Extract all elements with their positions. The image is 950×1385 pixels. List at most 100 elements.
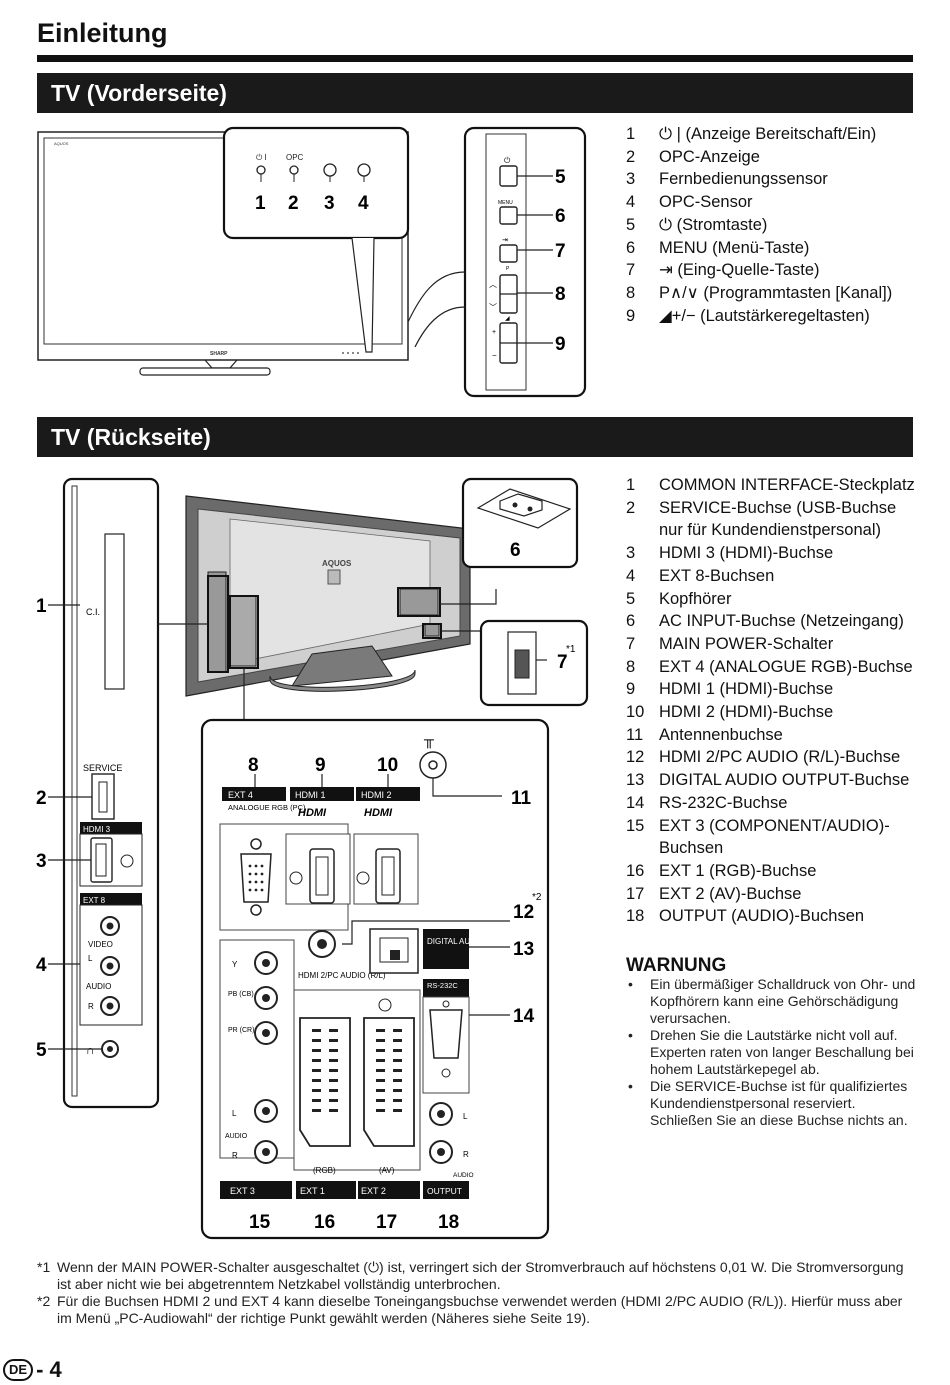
back-num-10: 10 [377, 755, 398, 776]
main-power-switch [514, 649, 530, 679]
callout-9: 9 [555, 334, 566, 355]
opc-sensor [357, 163, 371, 177]
back-num-13: 13 [513, 939, 534, 960]
back-num-3: 3 [36, 851, 47, 872]
rs232c-label: RS-232C [427, 981, 458, 990]
rear-stand-base [269, 669, 416, 692]
back-num-6: 6 [510, 540, 521, 561]
output-audio-label: AUDIO [453, 1172, 474, 1179]
ext3-r-label: R [232, 1151, 238, 1160]
output-r-label: R [463, 1150, 469, 1159]
callout-6: 6 [555, 206, 566, 227]
input-button [499, 244, 518, 263]
vga-port [240, 853, 272, 903]
led-number-4: 4 [358, 193, 369, 214]
front-diagram: AQUOS SHARP ⏻ I OPC 1 2 3 4 ⏻ MENU ⇥ P ︿… [37, 126, 587, 398]
ext4-label: EXT 4 [228, 790, 253, 800]
callout-5: 5 [555, 167, 566, 188]
video-label: VIDEO [88, 940, 113, 949]
svg-text:╥: ╥ [423, 731, 434, 749]
page-title: Einleitung [37, 18, 168, 48]
page-footer: DE - 4 [3, 1357, 62, 1383]
back-num-11: 11 [511, 788, 532, 809]
scart-ext2 [363, 1017, 415, 1147]
ext3-l-label: L [232, 1109, 237, 1118]
led-number-1: 1 [255, 193, 266, 214]
av-label: (AV) [379, 1166, 395, 1175]
back-num-2: 2 [36, 788, 47, 809]
rs232c-port [429, 1009, 463, 1059]
title-rule [37, 55, 913, 62]
back-num-17: 17 [376, 1212, 397, 1233]
input-button-symbol: ⇥ [502, 237, 508, 244]
ch-down-symbol: ﹀ [489, 303, 497, 312]
ext4-sub-label: ANALOGUE RGB (PC) [228, 803, 306, 812]
ext2-label: EXT 2 [361, 1186, 386, 1196]
rgb-label: (RGB) [313, 1166, 336, 1175]
front-legend-item: 9◢+/− (Lautstärkeregeltasten) [626, 306, 870, 325]
callout-7: 7 [555, 241, 566, 262]
tv-front-brand: AQUOS [54, 141, 69, 146]
led-number-3: 3 [324, 193, 335, 214]
vol-plus-symbol: + [492, 329, 496, 336]
back-num-15: 15 [249, 1212, 271, 1233]
warning-list: •Ein übermäßiger Schalldruck von Ohr- un… [626, 976, 916, 1129]
output-l-label: L [463, 1112, 468, 1121]
hdmi2-label: HDMI 2 [361, 790, 392, 800]
back-diagram: C.I. SERVICE HDMI 3 EXT 8 VIDEO L AUDIO … [36, 477, 589, 1240]
led-zoom-box [222, 126, 410, 240]
power-button [499, 165, 518, 187]
output-label: OUTPUT [427, 1186, 462, 1196]
back-section-heading: TV (Rückseite) [37, 417, 913, 457]
tv-stand-base [139, 367, 271, 376]
scart-ext1 [299, 1017, 351, 1147]
rear-stand-neck [291, 645, 393, 687]
power-button-symbol: ⏻ [504, 156, 511, 165]
audio-r-label: R [88, 1002, 94, 1011]
led-number-2: 2 [288, 193, 299, 214]
standby-led [256, 165, 266, 175]
callout-8: 8 [555, 284, 566, 305]
hdmi1-logo: HDMI [298, 807, 327, 819]
menu-button [499, 206, 518, 225]
y-label: Y [232, 960, 238, 969]
back-num-5: 5 [36, 1040, 47, 1061]
led-box-pointer [351, 237, 375, 353]
front-legend-item: 5⏻ (Stromtaste) [626, 215, 768, 234]
audio-label: AUDIO [86, 982, 111, 991]
front-legend-item: 7⇥ (Eing-Quelle-Taste) [626, 261, 820, 280]
warning-item: •Ein übermäßiger Schalldruck von Ohr- un… [628, 976, 916, 1026]
ext3-audio-label: AUDIO [225, 1133, 248, 1140]
ext8-label: EXT 8 [83, 896, 106, 905]
back-num-9: 9 [315, 755, 326, 776]
pr-label: PR (CR) [228, 1027, 254, 1034]
front-section-heading: TV (Vorderseite) [37, 73, 913, 113]
vol-minus-symbol: − [492, 351, 497, 360]
remote-sensor [323, 163, 337, 177]
tv-stand-neck [204, 359, 238, 369]
